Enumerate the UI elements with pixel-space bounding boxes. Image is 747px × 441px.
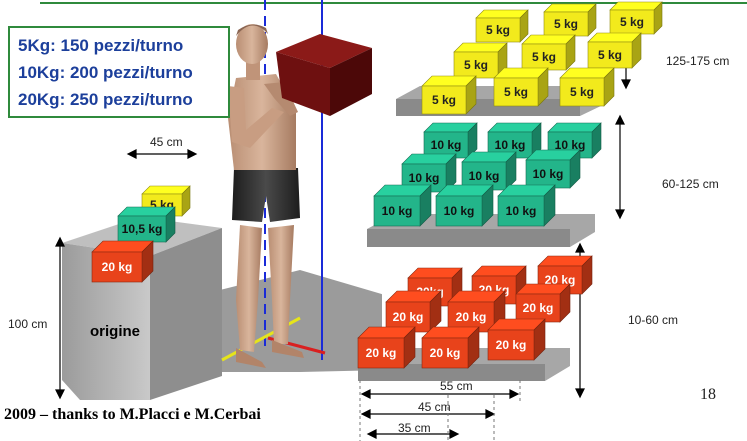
- weight-box-teal: 10 kg: [374, 185, 431, 226]
- weight-box-label: 10 kg: [495, 138, 526, 152]
- weight-box-yellow: 5 kg: [476, 10, 528, 42]
- weight-box-label: 5 kg: [554, 17, 578, 31]
- weight-box-yellow: 5 kg: [522, 35, 575, 70]
- label-45cm-top: 45 cm: [150, 135, 183, 149]
- label-range-high: 125-175 cm: [666, 54, 729, 68]
- weight-box-teal: 10,5 kg: [118, 207, 175, 242]
- weight-box-yellow: 5 kg: [560, 68, 614, 106]
- weight-box-yellow: 5 kg: [422, 76, 476, 114]
- weight-box-red: 20 kg: [92, 241, 153, 282]
- weight-box-label: 10 kg: [469, 169, 500, 183]
- weight-box-label: 10 kg: [444, 204, 475, 218]
- page-number: 18: [700, 386, 716, 404]
- weight-box-label: 5 kg: [486, 23, 510, 37]
- weight-box-label: 10 kg: [382, 204, 413, 218]
- label-100cm: 100 cm: [8, 317, 47, 331]
- weight-box-red: 20 kg: [516, 284, 570, 322]
- weight-box-label: 5 kg: [464, 58, 488, 72]
- weight-box-label: 10 kg: [409, 171, 440, 185]
- weight-box-label: 10 kg: [431, 138, 462, 152]
- weight-box-yellow: 5 kg: [588, 33, 641, 68]
- label-range-low: 10-60 cm: [628, 313, 678, 327]
- weight-box-label: 20 kg: [496, 338, 527, 352]
- weight-box-label: 20 kg: [523, 301, 554, 315]
- label-range-mid: 60-125 cm: [662, 177, 719, 191]
- legend-line-20kg: 20Kg: 250 pezzi/turno: [18, 90, 193, 110]
- weight-box-red: 20 kg: [422, 327, 479, 368]
- legend-box: 5Kg: 150 pezzi/turno 10Kg: 200 pezzi/tur…: [8, 26, 230, 118]
- weight-box-yellow: 5 kg: [610, 2, 662, 34]
- weight-box-label: 5 kg: [504, 85, 528, 99]
- weight-box-label: 5 kg: [598, 48, 622, 62]
- weight-box-teal: 10 kg: [436, 185, 493, 226]
- weight-box-yellow: 5 kg: [494, 68, 548, 106]
- weight-box-label: 20 kg: [430, 346, 461, 360]
- weight-box-red: 20 kg: [358, 327, 415, 368]
- legend-line-5kg: 5Kg: 150 pezzi/turno: [18, 36, 183, 56]
- weight-box-label: 5 kg: [532, 50, 556, 64]
- weight-box-label: 20 kg: [366, 346, 397, 360]
- weight-box-label: 20 kg: [456, 310, 487, 324]
- label-35cm: 35 cm: [398, 421, 431, 435]
- origin-label: origine: [90, 323, 140, 340]
- credit-line: 2009 – thanks to M.Placci e M.Cerbai: [4, 406, 261, 424]
- label-45cm-bottom: 45 cm: [418, 400, 451, 414]
- weight-box-label: 5 kg: [432, 93, 456, 107]
- weight-box-label: 5 kg: [620, 15, 644, 29]
- weight-box-teal: 10 kg: [526, 150, 580, 188]
- weight-box-label: 10 kg: [533, 167, 564, 181]
- label-55cm: 55 cm: [440, 379, 473, 393]
- weight-box-teal: 10 kg: [498, 185, 555, 226]
- weight-box-label: 10,5 kg: [122, 222, 163, 236]
- weight-box-red: 20 kg: [386, 291, 441, 332]
- weight-box-teal: 10 kg: [462, 152, 516, 190]
- weight-box-teal: 10 kg: [424, 123, 477, 158]
- weight-box-label: 20 kg: [102, 260, 133, 274]
- weight-box-yellow: 5 kg: [544, 4, 596, 36]
- weight-box-label: 10 kg: [506, 204, 537, 218]
- legend-line-10kg: 10Kg: 200 pezzi/turno: [18, 63, 193, 83]
- weight-box-label: 5 kg: [570, 85, 594, 99]
- weight-box-red: 20 kg: [488, 319, 545, 360]
- weight-box-label: 20 kg: [393, 310, 424, 324]
